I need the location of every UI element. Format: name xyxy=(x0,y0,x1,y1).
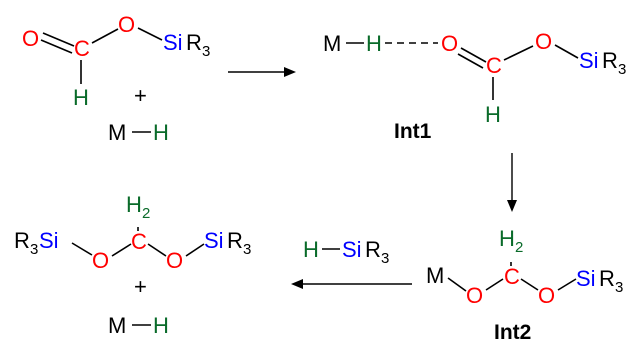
hydrosilane-reagent: H Si R 3 xyxy=(303,237,389,267)
subscript-3: 3 xyxy=(30,241,38,258)
atom-metal: M xyxy=(426,263,444,288)
bond xyxy=(111,243,132,257)
atom-hydrogen: H xyxy=(153,120,169,145)
bond xyxy=(91,28,119,44)
atom-metal: M xyxy=(323,31,341,56)
reaction-arrow-down xyxy=(507,153,517,212)
subscript-2: 2 xyxy=(142,205,150,222)
atom-silicon: Si xyxy=(39,228,59,253)
metal-hydride: M H xyxy=(108,120,169,145)
atom-oxygen: O xyxy=(22,26,39,51)
atom-r: R xyxy=(599,266,615,291)
bond xyxy=(485,278,504,291)
label-int1: Int1 xyxy=(394,120,432,143)
atom-silicon: Si xyxy=(576,266,596,291)
atom-r: R xyxy=(365,237,381,262)
bond xyxy=(71,242,93,256)
double-bond xyxy=(42,32,75,47)
double-bond xyxy=(457,53,484,69)
silyl-formate-reactant: O C H O Si R 3 xyxy=(22,12,210,110)
intermediate-int2: M O C H 2 O Si R 3 xyxy=(426,226,623,308)
subscript-3: 3 xyxy=(243,241,251,258)
arrowhead xyxy=(291,279,303,289)
subscript-2: 2 xyxy=(515,239,523,256)
double-bond xyxy=(40,39,73,54)
arrowhead xyxy=(284,67,296,77)
atom-carbon: C xyxy=(131,229,147,254)
atom-r: R xyxy=(227,228,243,253)
atom-hydrogen: H xyxy=(366,31,382,56)
atom-r: R xyxy=(14,228,30,253)
atom-oxygen: O xyxy=(466,283,483,308)
atom-carbon: C xyxy=(74,36,90,61)
reaction-arrow-right xyxy=(228,67,296,77)
atom-hydrogen: H xyxy=(303,237,319,262)
reaction-arrow-left xyxy=(291,279,412,289)
plus-sign: + xyxy=(134,83,147,108)
bond xyxy=(447,277,467,292)
plus-sign: + xyxy=(134,274,147,299)
atom-silicon: Si xyxy=(579,48,599,73)
atom-metal: M xyxy=(108,313,126,338)
atom-oxygen: O xyxy=(92,248,109,273)
atom-r: R xyxy=(186,30,202,55)
atom-oxygen: O xyxy=(535,29,552,54)
atom-carbon: C xyxy=(486,53,502,78)
atom-r: R xyxy=(602,48,618,73)
atom-oxygen: O xyxy=(118,12,135,37)
metal-hydride-regenerated: M H xyxy=(108,313,169,338)
bis-silyl-acetal-product: R 3 Si O C H 2 O Si R 3 xyxy=(14,192,251,273)
subscript-3: 3 xyxy=(202,43,210,60)
atom-metal: M xyxy=(108,120,126,145)
label-int2: Int2 xyxy=(494,321,531,344)
atom-hydrogen: H xyxy=(485,102,501,127)
atom-oxygen: O xyxy=(166,248,183,273)
atom-hydrogen: H xyxy=(73,85,89,110)
atom-oxygen: O xyxy=(441,31,458,56)
atom-silicon: Si xyxy=(342,237,362,262)
subscript-3: 3 xyxy=(618,61,626,78)
atom-silicon: Si xyxy=(204,228,224,253)
double-bond xyxy=(460,47,487,63)
atom-hydrogen: H xyxy=(499,226,515,251)
intermediate-int1: M H O C H O Si R 3 xyxy=(323,29,626,127)
atom-oxygen: O xyxy=(538,283,555,308)
atom-carbon: C xyxy=(504,264,520,289)
atom-hydrogen: H xyxy=(153,313,169,338)
bond xyxy=(185,243,205,257)
subscript-3: 3 xyxy=(615,279,623,296)
atom-silicon: Si xyxy=(163,30,183,55)
subscript-3: 3 xyxy=(381,250,389,267)
bond xyxy=(520,278,539,291)
atom-hydrogen: H xyxy=(126,192,142,217)
bond xyxy=(137,27,163,41)
bond xyxy=(147,243,167,257)
bond xyxy=(554,44,579,59)
arrowhead xyxy=(507,200,517,212)
bond xyxy=(557,278,577,291)
bond xyxy=(503,45,534,61)
